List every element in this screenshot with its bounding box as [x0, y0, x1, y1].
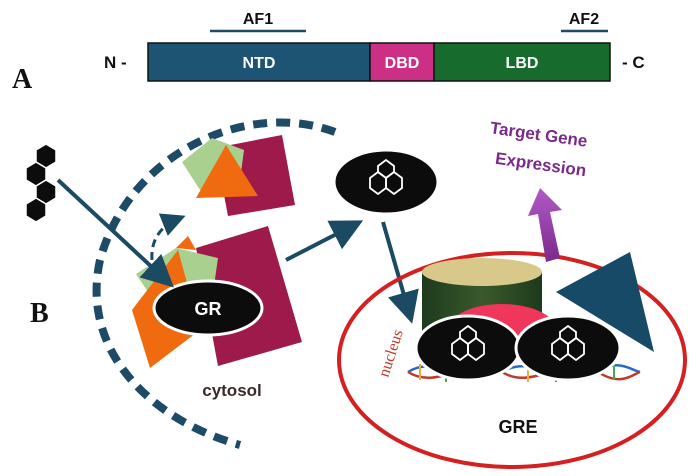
gr-label: GR — [195, 299, 222, 319]
hsp-receptor-complex-upper — [182, 135, 295, 216]
gre-label: GRE — [498, 417, 537, 437]
target-expression-arrow — [528, 188, 562, 262]
panel-label-b: B — [30, 298, 49, 329]
panel-label-a: A — [12, 64, 33, 95]
nucleus-membrane — [337, 251, 687, 469]
nucleus-label: nucleus — [376, 327, 407, 379]
ntd-label: NTD — [243, 55, 276, 72]
cytosol-boundary-arc — [92, 118, 337, 449]
arrow-to-nucleus-ligand — [285, 220, 364, 262]
target-gene-label-line2: Expression — [494, 149, 587, 181]
arrow-ligand-to-gr — [56, 178, 174, 288]
arrow-dashed-to-complex — [150, 213, 186, 261]
lbd-label: LBD — [506, 55, 539, 72]
gr-ligand-dimer-left — [414, 314, 522, 382]
target-gene-label-line1: Target Gene — [489, 118, 589, 150]
steroid-ligand-icon — [25, 143, 57, 223]
af2-label: AF2 — [569, 11, 599, 28]
cytosol-label: cytosol — [202, 381, 262, 400]
c-terminus-label: - C — [622, 53, 645, 72]
dbd-segment — [369, 42, 435, 82]
domain-bar: NTD DBD LBD — [147, 42, 611, 82]
gr-ligand-dimer-right — [514, 314, 622, 382]
dbd-label: DBD — [385, 55, 420, 72]
ntd-segment — [147, 42, 371, 82]
n-terminus-label: N - — [104, 53, 127, 72]
lbd-segment — [433, 42, 611, 82]
activated-gr-ligand — [332, 148, 440, 216]
arrow-into-nucleus — [381, 221, 419, 324]
af1-label: AF1 — [243, 11, 273, 28]
gr-receptor: GR — [152, 279, 264, 337]
